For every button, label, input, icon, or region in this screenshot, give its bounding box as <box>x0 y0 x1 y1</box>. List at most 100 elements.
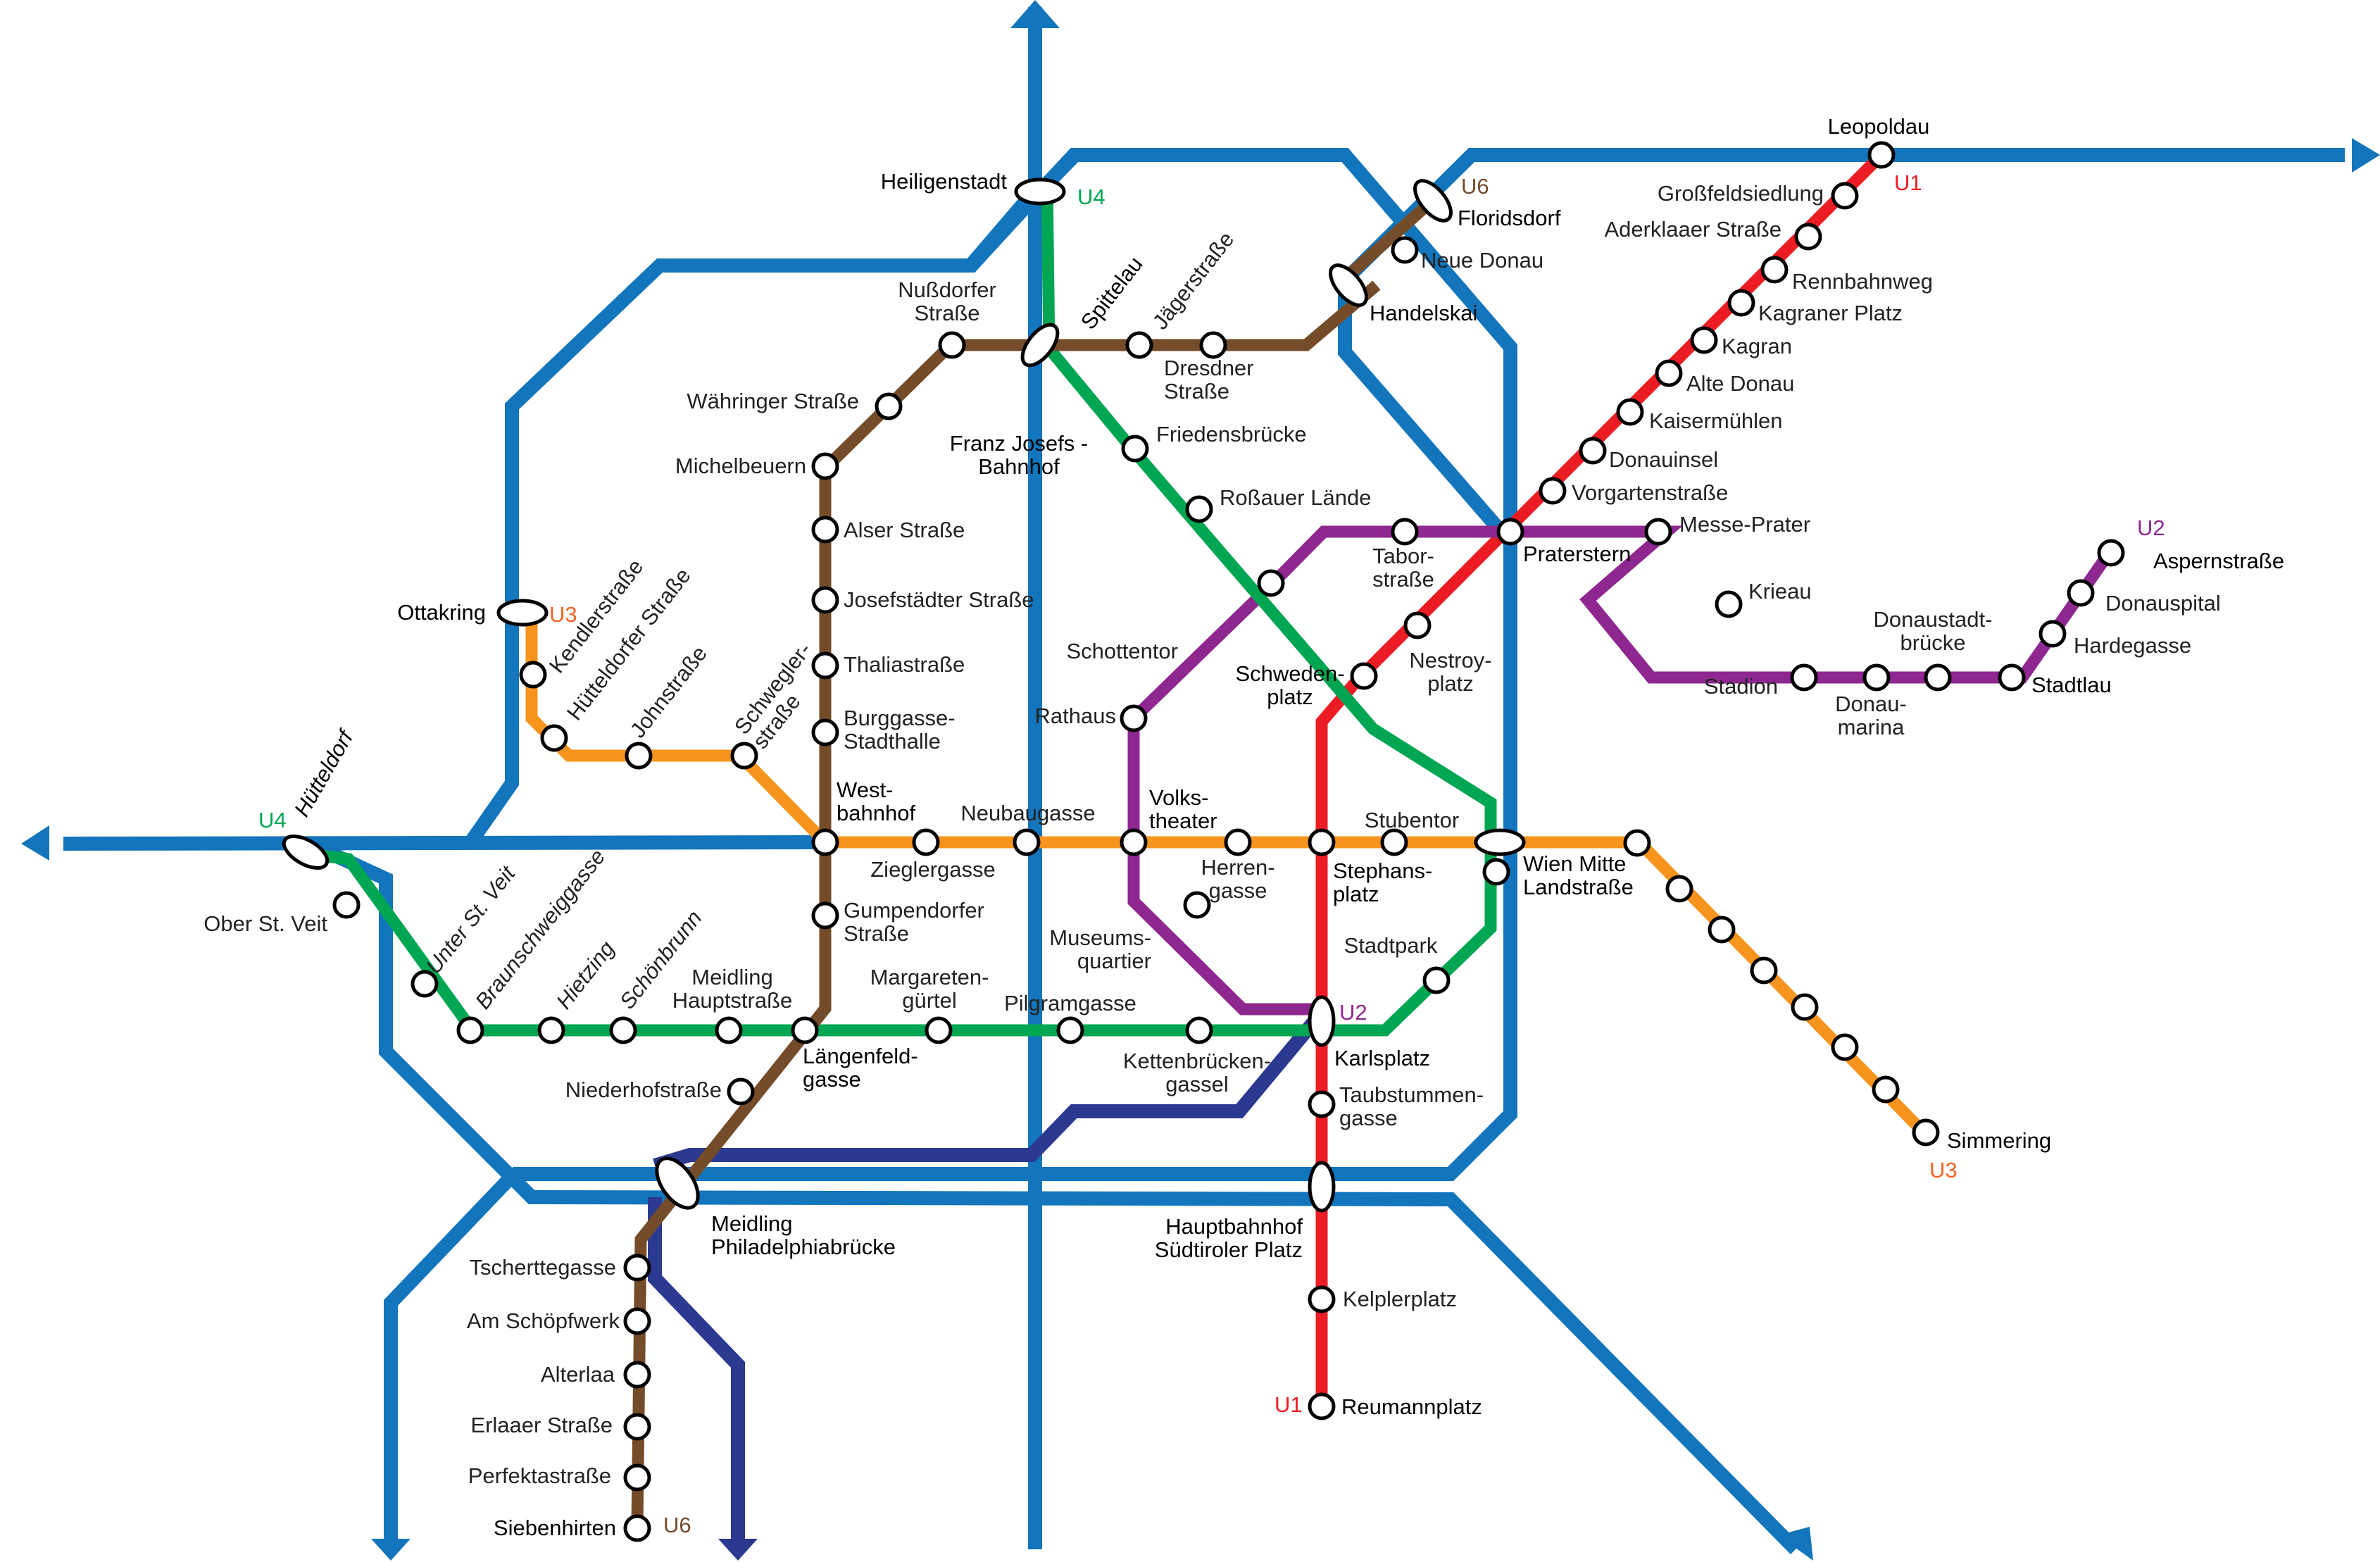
station-perfektastraße[interactable] <box>623 1463 651 1492</box>
station-schönbrunn[interactable] <box>606 1013 640 1047</box>
station-johnstraße[interactable] <box>622 739 656 773</box>
station-vorgartenstraße[interactable] <box>1539 477 1567 505</box>
station-burggasse[interactable] <box>811 718 839 746</box>
station-gumpendorfer[interactable] <box>811 901 839 930</box>
station-nußdorfer[interactable] <box>938 331 966 359</box>
station-thaliastraße[interactable] <box>811 651 839 680</box>
station-hütteldorf[interactable] <box>279 830 332 874</box>
station-unnamed-83[interactable] <box>1623 829 1651 857</box>
station-hütteldorfer-straße[interactable] <box>537 721 571 755</box>
station-stephans[interactable] <box>1308 828 1336 856</box>
station-kaisermühlen[interactable] <box>1616 398 1644 426</box>
station-schweden[interactable] <box>1350 662 1378 690</box>
station-pilgramgasse[interactable] <box>1056 1016 1084 1044</box>
station-donau[interactable] <box>1862 663 1891 692</box>
arrow-s-u6-icon <box>718 1539 758 1561</box>
station-schwegler[interactable] <box>727 739 761 773</box>
station-kendlerstraße[interactable] <box>516 658 550 692</box>
station-ottakring[interactable] <box>496 599 549 627</box>
station-erlaaer-straße[interactable] <box>623 1413 651 1441</box>
station-kettenbrücken[interactable] <box>1185 1016 1213 1044</box>
station-donauinsel[interactable] <box>1579 437 1607 465</box>
station-unnamed-58[interactable] <box>1482 858 1510 886</box>
station-braunschweiggasse[interactable] <box>453 1013 487 1047</box>
station-unnamed-85[interactable] <box>1708 916 1736 944</box>
station-hauptbahnhof[interactable] <box>1308 1161 1336 1213</box>
station-rennbahnweg[interactable] <box>1760 256 1789 284</box>
station-stadion[interactable] <box>1790 663 1818 692</box>
station-heiligenstadt[interactable] <box>1014 177 1066 206</box>
station-wien-mitte[interactable] <box>1474 828 1526 856</box>
station-donaustadt[interactable] <box>1924 663 1952 692</box>
station-stubentor[interactable] <box>1380 828 1408 856</box>
station-großfeldsiedlung[interactable] <box>1831 182 1859 210</box>
station-stadtlau[interactable] <box>1998 663 2026 692</box>
station-hardegasse[interactable] <box>2038 620 2067 648</box>
station-donauspital[interactable] <box>2067 579 2095 607</box>
station-reumannplatz[interactable] <box>1308 1392 1336 1420</box>
line-tag-u6: U6 <box>1461 174 1489 199</box>
station-nestroy[interactable] <box>1403 611 1432 639</box>
station-rathaus[interactable] <box>1120 704 1148 732</box>
station-west[interactable] <box>811 828 839 856</box>
station-margareten[interactable] <box>925 1016 953 1044</box>
station-unnamed-88[interactable] <box>1831 1033 1859 1061</box>
station-tscherttegasse[interactable] <box>623 1254 651 1282</box>
station-schottentor[interactable] <box>1257 569 1285 597</box>
station-aspernstraße[interactable] <box>2097 539 2125 567</box>
station-label-rennbahnweg: Rennbahnweg <box>1792 269 1933 294</box>
station-label-kaisermühlen: Kaisermühlen <box>1649 408 1783 433</box>
station-stadtpark[interactable] <box>1422 966 1451 994</box>
station-josefstädter-straße[interactable] <box>811 586 839 614</box>
station-unnamed-86[interactable] <box>1750 956 1778 985</box>
station-karlsplatz[interactable] <box>1308 995 1336 1047</box>
station-friedensbrücke[interactable] <box>1121 435 1149 463</box>
station-am-schöpfwerk[interactable] <box>623 1307 651 1335</box>
station-währinger-straße[interactable] <box>875 392 903 420</box>
station-siebenhirten[interactable] <box>623 1514 651 1542</box>
station-taubstummen[interactable] <box>1308 1090 1336 1118</box>
station-handelskai[interactable] <box>1324 259 1373 311</box>
station-meidling[interactable] <box>649 1151 706 1216</box>
station-neubaugasse[interactable] <box>1013 828 1041 856</box>
arrow-se-icon <box>1778 1527 1813 1561</box>
station-krieau[interactable] <box>1715 590 1743 618</box>
station-herren[interactable] <box>1224 828 1252 856</box>
station-alterlaa[interactable] <box>623 1361 651 1389</box>
station-jägerstraße[interactable] <box>1122 328 1156 362</box>
station-label-donau: Donau-marina <box>1835 692 1907 739</box>
station-kelplerplatz[interactable] <box>1308 1285 1336 1313</box>
station-michelbeuern[interactable] <box>811 452 839 480</box>
station-längenfeld[interactable] <box>791 1016 819 1044</box>
station-meidling[interactable] <box>715 1016 743 1044</box>
station-hietzing[interactable] <box>534 1013 568 1047</box>
station-tabor[interactable] <box>1391 518 1419 546</box>
station-praterstern[interactable] <box>1496 518 1524 546</box>
station-aderklaaer-straße[interactable] <box>1794 223 1822 251</box>
track-s-westline <box>63 835 828 851</box>
station-unnamed-87[interactable] <box>1791 993 1819 1021</box>
station-dresdner[interactable] <box>1199 331 1227 359</box>
station-niederhofstraße[interactable] <box>727 1077 755 1106</box>
station-museums[interactable] <box>1183 891 1211 919</box>
station-unnamed-89[interactable] <box>1872 1075 1900 1104</box>
station-spittelau[interactable] <box>1016 319 1065 372</box>
station-kagraner-platz[interactable] <box>1727 289 1755 317</box>
station-alte-donau[interactable] <box>1655 359 1683 387</box>
station-zieglergasse[interactable] <box>912 828 940 856</box>
station-leopoldau[interactable] <box>1867 141 1896 169</box>
station-neue-donau[interactable] <box>1391 236 1419 264</box>
station-simmering[interactable] <box>1912 1118 1940 1146</box>
station-unter-st-veit[interactable] <box>408 967 441 1001</box>
station-label-neue-donau: Neue Donau <box>1421 248 1543 273</box>
station-alser-straße[interactable] <box>811 516 839 544</box>
station-ober-st-veit[interactable] <box>332 891 361 919</box>
station-messe-prater[interactable] <box>1644 518 1672 546</box>
station-roßauer-lände[interactable] <box>1185 495 1213 523</box>
station-label-schweden: Schweden-platz <box>1235 661 1344 709</box>
station-unnamed-84[interactable] <box>1665 875 1693 903</box>
station-kagran[interactable] <box>1690 326 1718 354</box>
station-volks[interactable] <box>1120 828 1148 856</box>
station-floridsdorf[interactable] <box>1408 175 1458 227</box>
